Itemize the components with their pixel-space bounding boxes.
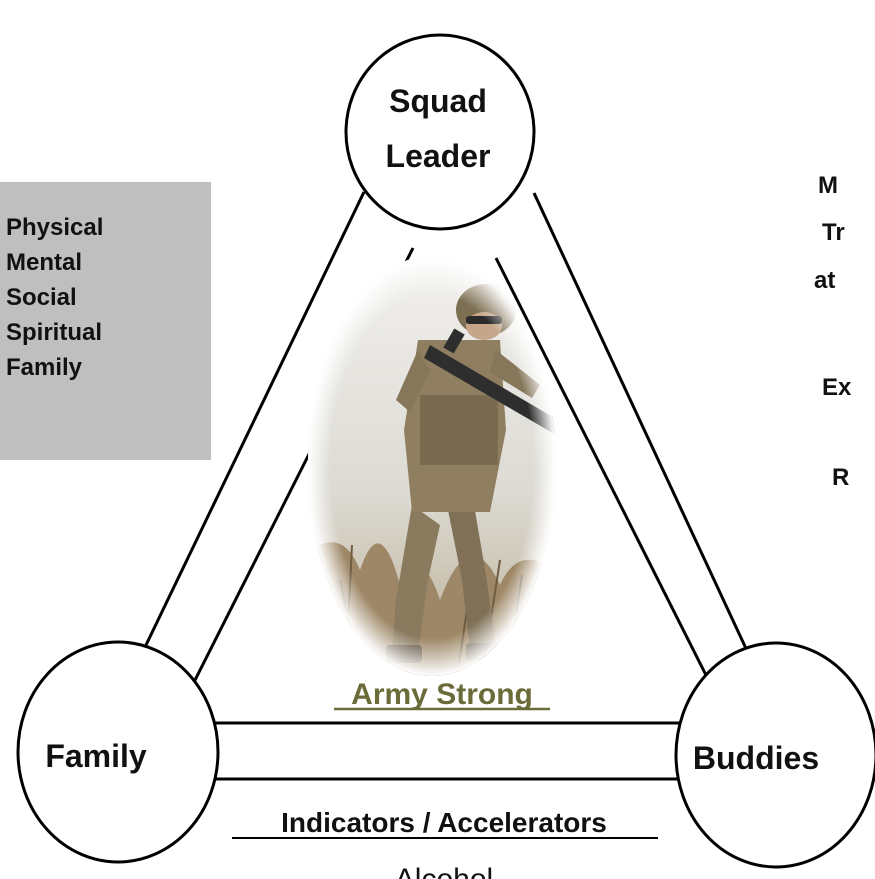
sidebar-item-social: Social (6, 284, 77, 311)
bottom-partial-text: Alcohol (395, 863, 493, 879)
node-buddies: Buddies (674, 641, 875, 869)
center-label: Army Strong (351, 678, 533, 711)
left-edge-outer (132, 191, 366, 671)
dimensions-sidebar: Physical Mental Social Spiritual Family (0, 182, 211, 460)
node-label-leader: Leader (386, 138, 491, 174)
node-circle-right (674, 641, 875, 869)
node-label-family: Family (45, 738, 147, 774)
bottom-heading-group: Indicators / Accelerators Alcohol (232, 807, 658, 879)
node-family: Family (16, 640, 220, 864)
center-label-group: Army Strong (334, 678, 550, 711)
node-squad-leader: Squad Leader (344, 33, 536, 231)
right-fragment-4: Ex (822, 374, 852, 401)
sidebar-item-mental: Mental (6, 249, 82, 276)
sidebar-item-physical: Physical (6, 214, 103, 241)
right-fragment-5: R (832, 464, 849, 491)
sidebar-item-spiritual: Spiritual (6, 319, 102, 346)
node-label-squad: Squad (389, 83, 487, 119)
right-edge-outer (532, 192, 758, 671)
node-circle-left (16, 640, 220, 864)
photo-vignette (308, 256, 556, 676)
right-text-fragments: M Tr at Ex R (814, 172, 852, 491)
right-fragment-3: at (814, 267, 835, 294)
sidebar-background (0, 182, 211, 460)
node-circle-top (344, 33, 536, 231)
node-label-buddies: Buddies (693, 740, 819, 776)
right-fragment-1: M (818, 172, 838, 199)
right-fragment-2: Tr (822, 219, 845, 246)
right-edge-inner (494, 257, 719, 698)
soldier-photo (308, 256, 556, 676)
sidebar-item-family: Family (6, 354, 83, 381)
bottom-heading: Indicators / Accelerators (281, 807, 607, 838)
